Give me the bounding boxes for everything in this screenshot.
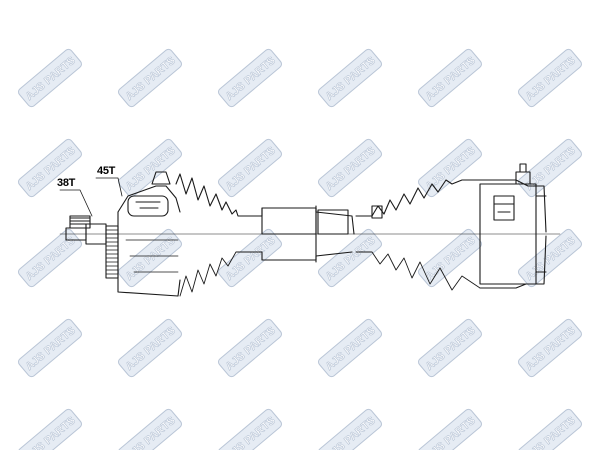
abs-tone-ring [105, 225, 119, 279]
outer-stub-spline [65, 215, 107, 245]
callout-45t-leader [95, 177, 123, 197]
outer-cv-joint [117, 171, 181, 297]
callout-38t-leader [59, 189, 93, 217]
boot-clamp [371, 205, 383, 219]
inner-boot-lower [355, 251, 481, 291]
watermark-logo: AJS PARTS [518, 138, 582, 198]
shaft-body [249, 205, 355, 263]
outer-boot-lower [179, 251, 251, 297]
outer-boot [175, 173, 251, 217]
inner-boot [355, 179, 481, 217]
inner-cv-joint [479, 163, 547, 289]
spline-count-label-45t: 45T [97, 165, 116, 177]
spline-count-label-38t: 38T [57, 177, 76, 189]
